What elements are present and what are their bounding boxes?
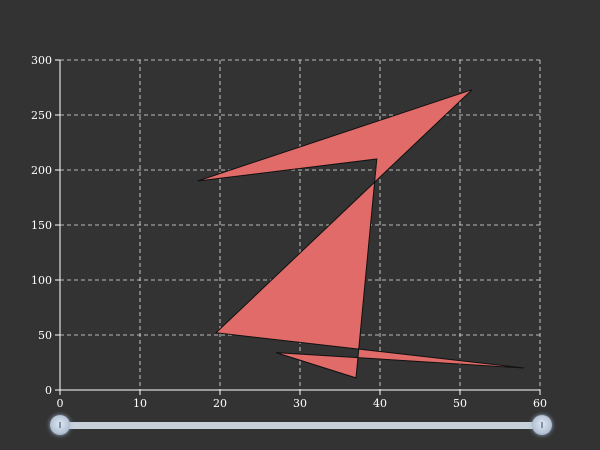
x-tick-label: 60 [533, 397, 547, 410]
y-tick-label: 250 [31, 109, 52, 122]
x-tick-label: 0 [57, 397, 64, 410]
slider-start-handle[interactable] [50, 415, 70, 435]
slider-track[interactable] [60, 422, 542, 429]
y-tick-label: 150 [31, 219, 52, 232]
x-tick-label: 10 [133, 397, 147, 410]
series-layer [197, 89, 525, 379]
y-tick-label: 300 [31, 54, 52, 67]
x-tick-label: 40 [373, 397, 387, 410]
y-tick-label: 200 [31, 164, 52, 177]
x-tick-label: 20 [213, 397, 227, 410]
x-tick-label: 30 [293, 397, 307, 410]
range-slider[interactable] [50, 414, 552, 438]
x-tick-label: 50 [453, 397, 467, 410]
series-area-0 [197, 89, 525, 379]
y-tick-label: 50 [38, 329, 52, 342]
slider-end-handle[interactable] [532, 415, 552, 435]
axes: 0 10 20 30 40 50 60 0 50 100 150 200 250 300 [31, 54, 547, 410]
y-tick-label: 100 [31, 274, 52, 287]
y-tick-label: 0 [45, 384, 52, 397]
